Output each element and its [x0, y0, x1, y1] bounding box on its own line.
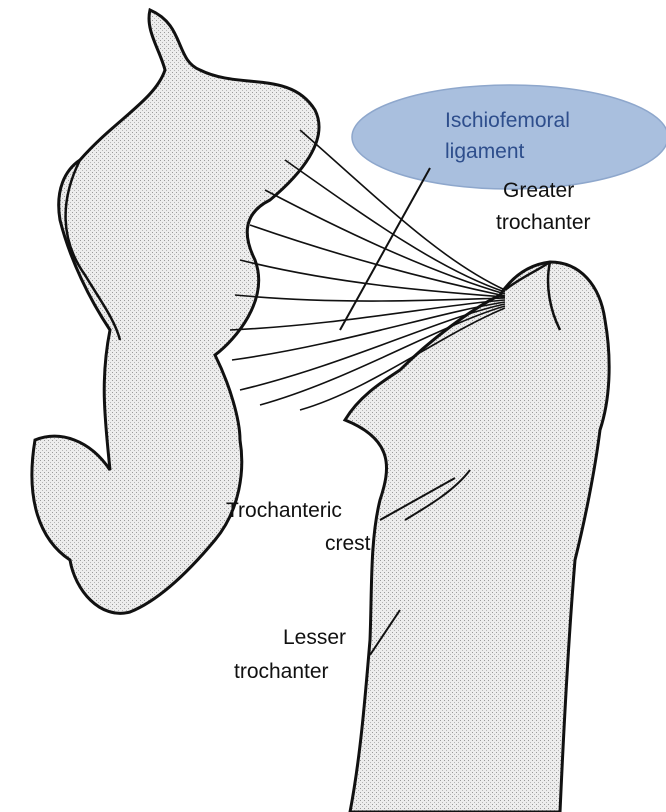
lesser-trochanter-label-line2: trochanter [234, 660, 329, 683]
highlight-ellipse [352, 85, 666, 189]
lesser-trochanter-label-line1: Lesser [283, 626, 346, 649]
greater-trochanter-label-line1: Greater [503, 179, 574, 202]
trochanteric-crest-label-line2: crest [325, 532, 371, 555]
ischiofemoral-label-line1: Ischiofemoral [445, 109, 570, 132]
trochanteric-crest-label-line1: Trochanteric [226, 499, 342, 522]
greater-trochanter-label-line2: trochanter [496, 211, 591, 234]
ischiofemoral-label-line2: ligament [445, 140, 525, 163]
hip-bone [32, 10, 319, 613]
